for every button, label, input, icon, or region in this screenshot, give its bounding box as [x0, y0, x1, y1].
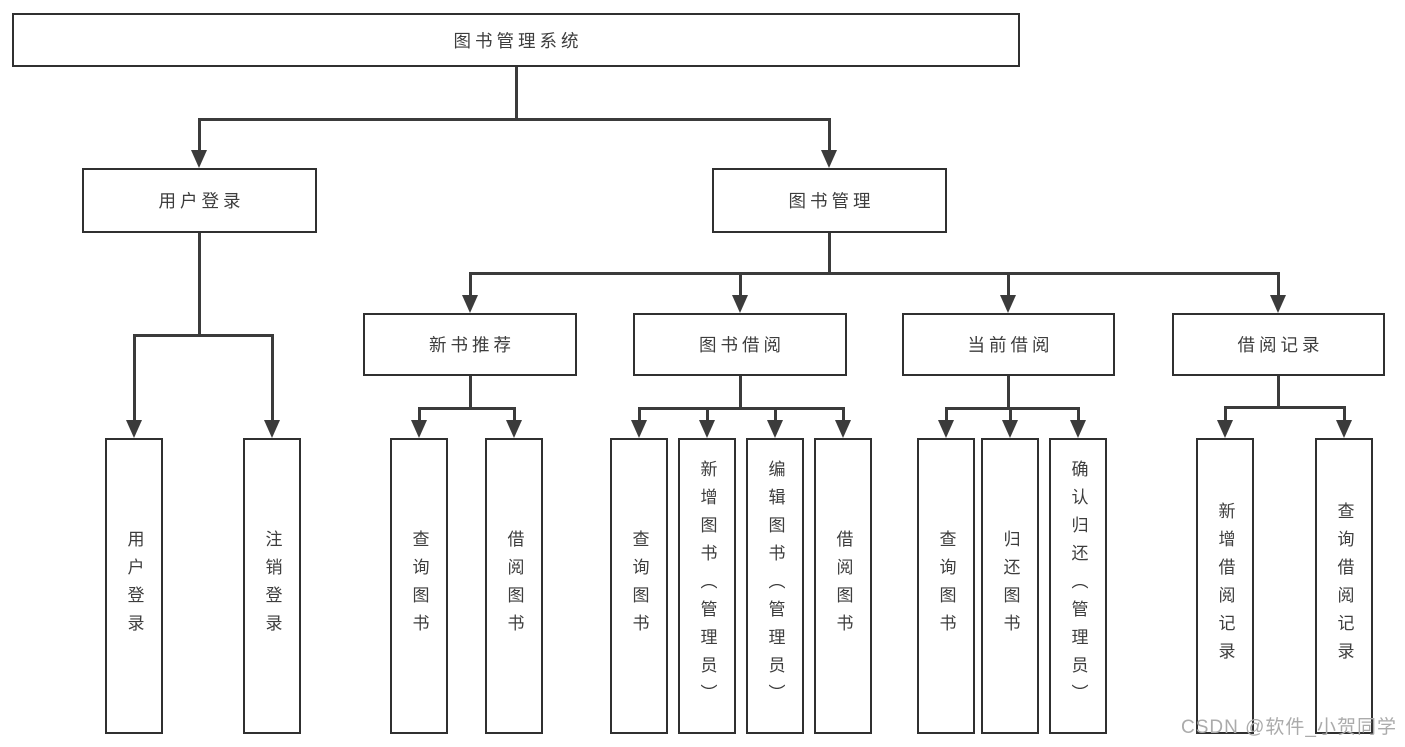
node-label: 图书借阅	[699, 335, 785, 355]
node-label: 图书管理	[788, 191, 875, 211]
arrowhead-down-icon	[821, 150, 837, 168]
connector-line	[197, 118, 831, 121]
node-label: 新书推荐	[429, 335, 515, 355]
node-label: 查询图书	[629, 530, 649, 642]
connector-line	[512, 407, 516, 421]
node-label: 当前借阅	[967, 335, 1054, 355]
connector-line	[1276, 376, 1280, 408]
node-current-borrowing: 当前借阅	[902, 313, 1115, 376]
arrowhead-down-icon	[835, 420, 851, 438]
leaf-confirm-return-admin: 确认归还（管理员）	[1049, 438, 1107, 734]
connector-line	[1008, 407, 1012, 421]
node-label: 查询借阅记录	[1334, 502, 1354, 670]
leaf-query-book-current: 查询图书	[917, 438, 975, 734]
connector-line	[738, 376, 742, 409]
node-label: 归还图书	[1000, 530, 1020, 642]
arrowhead-down-icon	[732, 295, 748, 313]
node-label: 查询图书	[409, 530, 429, 642]
connector-line	[468, 272, 1280, 275]
connector-line	[132, 334, 274, 337]
leaf-query-book-recommend: 查询图书	[390, 438, 448, 734]
node-label: 注销登录	[262, 530, 282, 642]
leaf-query-book-borrowing: 查询图书	[610, 438, 668, 734]
connector-line	[827, 118, 831, 152]
connector-line	[197, 118, 201, 152]
node-book-borrowing: 图书借阅	[633, 313, 847, 376]
leaf-add-borrow-record: 新增借阅记录	[1196, 438, 1254, 734]
node-library-management-system: 图书管理系统	[12, 13, 1020, 67]
node-user-login-module: 用户登录	[82, 168, 317, 233]
leaf-query-borrow-record: 查询借阅记录	[1315, 438, 1373, 734]
connector-line	[1342, 406, 1346, 421]
node-label: 用户登录	[158, 191, 245, 211]
arrowhead-down-icon	[699, 420, 715, 438]
connector-line	[1006, 272, 1010, 298]
leaf-return-book: 归还图书	[981, 438, 1039, 734]
connector-line	[1223, 406, 1346, 409]
node-label: 借阅记录	[1237, 335, 1324, 355]
node-label: 确认归还（管理员）	[1068, 460, 1088, 712]
node-label: 用户登录	[124, 530, 144, 642]
arrowhead-down-icon	[506, 420, 522, 438]
node-label: 借阅图书	[504, 530, 524, 642]
connector-line	[637, 407, 845, 410]
arrowhead-down-icon	[462, 295, 478, 313]
node-label: 图书管理系统	[453, 30, 583, 51]
connector-line	[827, 233, 831, 275]
leaf-borrow-book: 借阅图书	[814, 438, 872, 734]
node-label: 新增借阅记录	[1215, 502, 1235, 670]
arrowhead-down-icon	[264, 420, 280, 438]
connector-line	[417, 407, 516, 410]
connector-line	[841, 407, 845, 421]
arrowhead-down-icon	[126, 420, 142, 438]
connector-line	[468, 376, 472, 409]
csdn-watermark: CSDN @软件_小贺同学	[1181, 717, 1397, 738]
connector-line	[637, 407, 641, 421]
arrowhead-down-icon	[1000, 295, 1016, 313]
node-label: 借阅图书	[833, 530, 853, 642]
connector-line	[738, 272, 742, 298]
arrowhead-down-icon	[1270, 295, 1286, 313]
connector-line	[1076, 407, 1080, 421]
leaf-add-book-admin: 新增图书（管理员）	[678, 438, 736, 734]
connector-line	[944, 407, 1080, 410]
arrowhead-down-icon	[1070, 420, 1086, 438]
arrowhead-down-icon	[1217, 420, 1233, 438]
arrowhead-down-icon	[631, 420, 647, 438]
arrowhead-down-icon	[411, 420, 427, 438]
connector-line	[132, 334, 136, 422]
connector-line	[514, 67, 518, 120]
node-label: 编辑图书（管理员）	[765, 460, 785, 712]
node-label: 新增图书（管理员）	[697, 460, 717, 712]
connector-line	[1006, 376, 1010, 409]
node-new-book-recommend: 新书推荐	[363, 313, 577, 376]
connector-line	[773, 407, 777, 421]
connector-line	[468, 272, 472, 298]
connector-line	[1276, 272, 1280, 298]
node-book-management-module: 图书管理	[712, 168, 947, 233]
leaf-user-login: 用户登录	[105, 438, 163, 734]
connector-line	[417, 407, 421, 421]
connector-line	[1223, 406, 1227, 421]
arrowhead-down-icon	[767, 420, 783, 438]
connector-line	[270, 334, 274, 422]
arrowhead-down-icon	[191, 150, 207, 168]
arrowhead-down-icon	[1336, 420, 1352, 438]
arrowhead-down-icon	[938, 420, 954, 438]
node-borrowing-records: 借阅记录	[1172, 313, 1385, 376]
connector-line	[944, 407, 948, 421]
node-label: 查询图书	[936, 530, 956, 642]
leaf-borrow-book-recommend: 借阅图书	[485, 438, 543, 734]
connector-line	[705, 407, 709, 421]
arrowhead-down-icon	[1002, 420, 1018, 438]
connector-line	[197, 233, 201, 337]
leaf-logout: 注销登录	[243, 438, 301, 734]
leaf-edit-book-admin: 编辑图书（管理员）	[746, 438, 804, 734]
